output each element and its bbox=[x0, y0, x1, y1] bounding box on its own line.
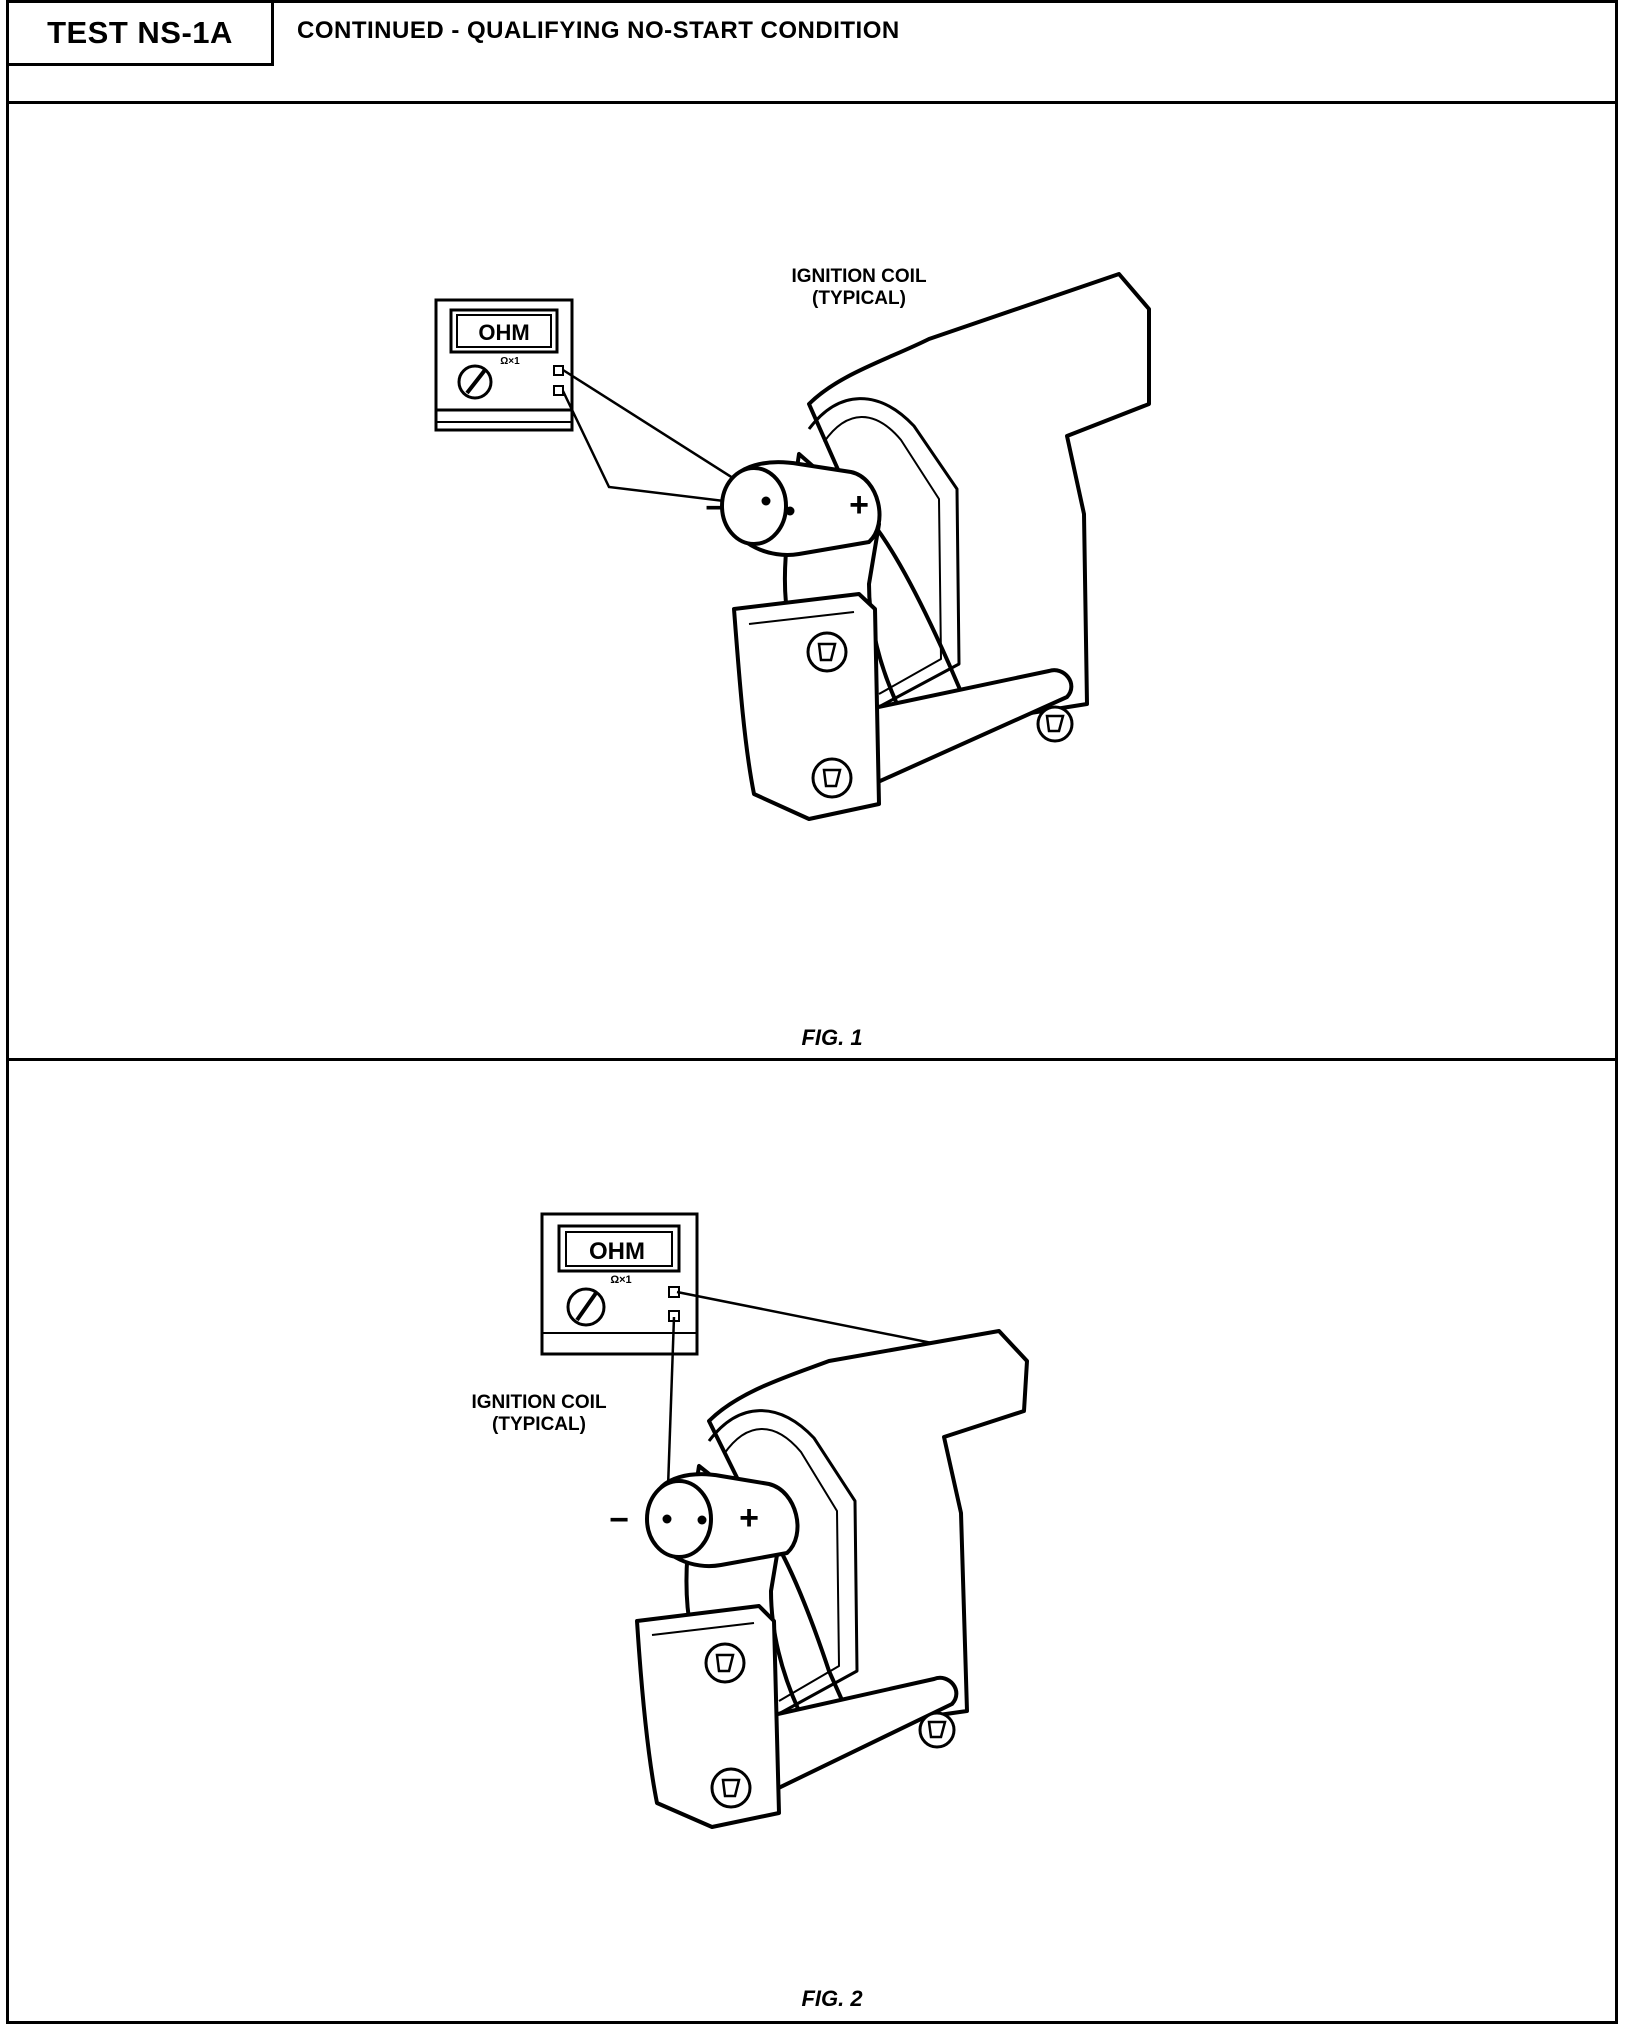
figure-2-panel: OHM Ω×1 bbox=[9, 1061, 1615, 2024]
test-id-box: TEST NS-1A bbox=[9, 3, 274, 66]
screw-icon bbox=[704, 1642, 746, 1684]
figure-2-caption: FIG. 2 bbox=[801, 1986, 863, 2011]
negative-terminal-label-2: − bbox=[609, 1501, 629, 1539]
screw-icon bbox=[1036, 705, 1074, 743]
negative-terminal-label-1: − bbox=[705, 489, 725, 527]
figure-1-illustration: OHM Ω×1 bbox=[434, 272, 1151, 821]
positive-terminal-label-1: + bbox=[849, 486, 869, 524]
terminal-dot bbox=[662, 1514, 672, 1524]
screw-icon bbox=[918, 1711, 956, 1749]
meter-range-text-2: Ω×1 bbox=[610, 1274, 631, 1286]
figure-1-panel: OHM Ω×1 bbox=[9, 104, 1615, 1061]
screw-icon bbox=[710, 1767, 752, 1809]
coil-label-2: IGNITION COIL (TYPICAL) bbox=[471, 1392, 607, 1435]
coil-label-1: IGNITION COIL (TYPICAL) bbox=[791, 266, 927, 309]
terminal-dot bbox=[761, 496, 771, 506]
ohmmeter-2 bbox=[540, 1212, 699, 1356]
meter-range-text-1: Ω×1 bbox=[500, 356, 520, 367]
positive-terminal-label-2: + bbox=[739, 1499, 759, 1537]
ohmmeter-1 bbox=[434, 298, 574, 432]
page-title: CONTINUED - QUALIFYING NO-START CONDITIO… bbox=[297, 17, 900, 44]
page-frame: TEST NS-1A CONTINUED - QUALIFYING NO-STA… bbox=[6, 0, 1618, 2024]
terminal-dot bbox=[697, 1515, 707, 1525]
meter-display-text-1: OHM bbox=[478, 320, 529, 345]
screw-icon bbox=[811, 757, 853, 799]
screw-icon bbox=[806, 631, 848, 673]
figure-2-illustration: OHM Ω×1 bbox=[540, 1212, 1029, 1829]
ignition-coil-2 bbox=[635, 1329, 1029, 1829]
meter-display-text-2: OHM bbox=[589, 1238, 645, 1265]
page-header: TEST NS-1A CONTINUED - QUALIFYING NO-STA… bbox=[9, 3, 1615, 104]
terminal-dot bbox=[785, 506, 795, 516]
ignition-coil-1 bbox=[720, 272, 1151, 821]
figure-1-caption: FIG. 1 bbox=[801, 1025, 863, 1050]
